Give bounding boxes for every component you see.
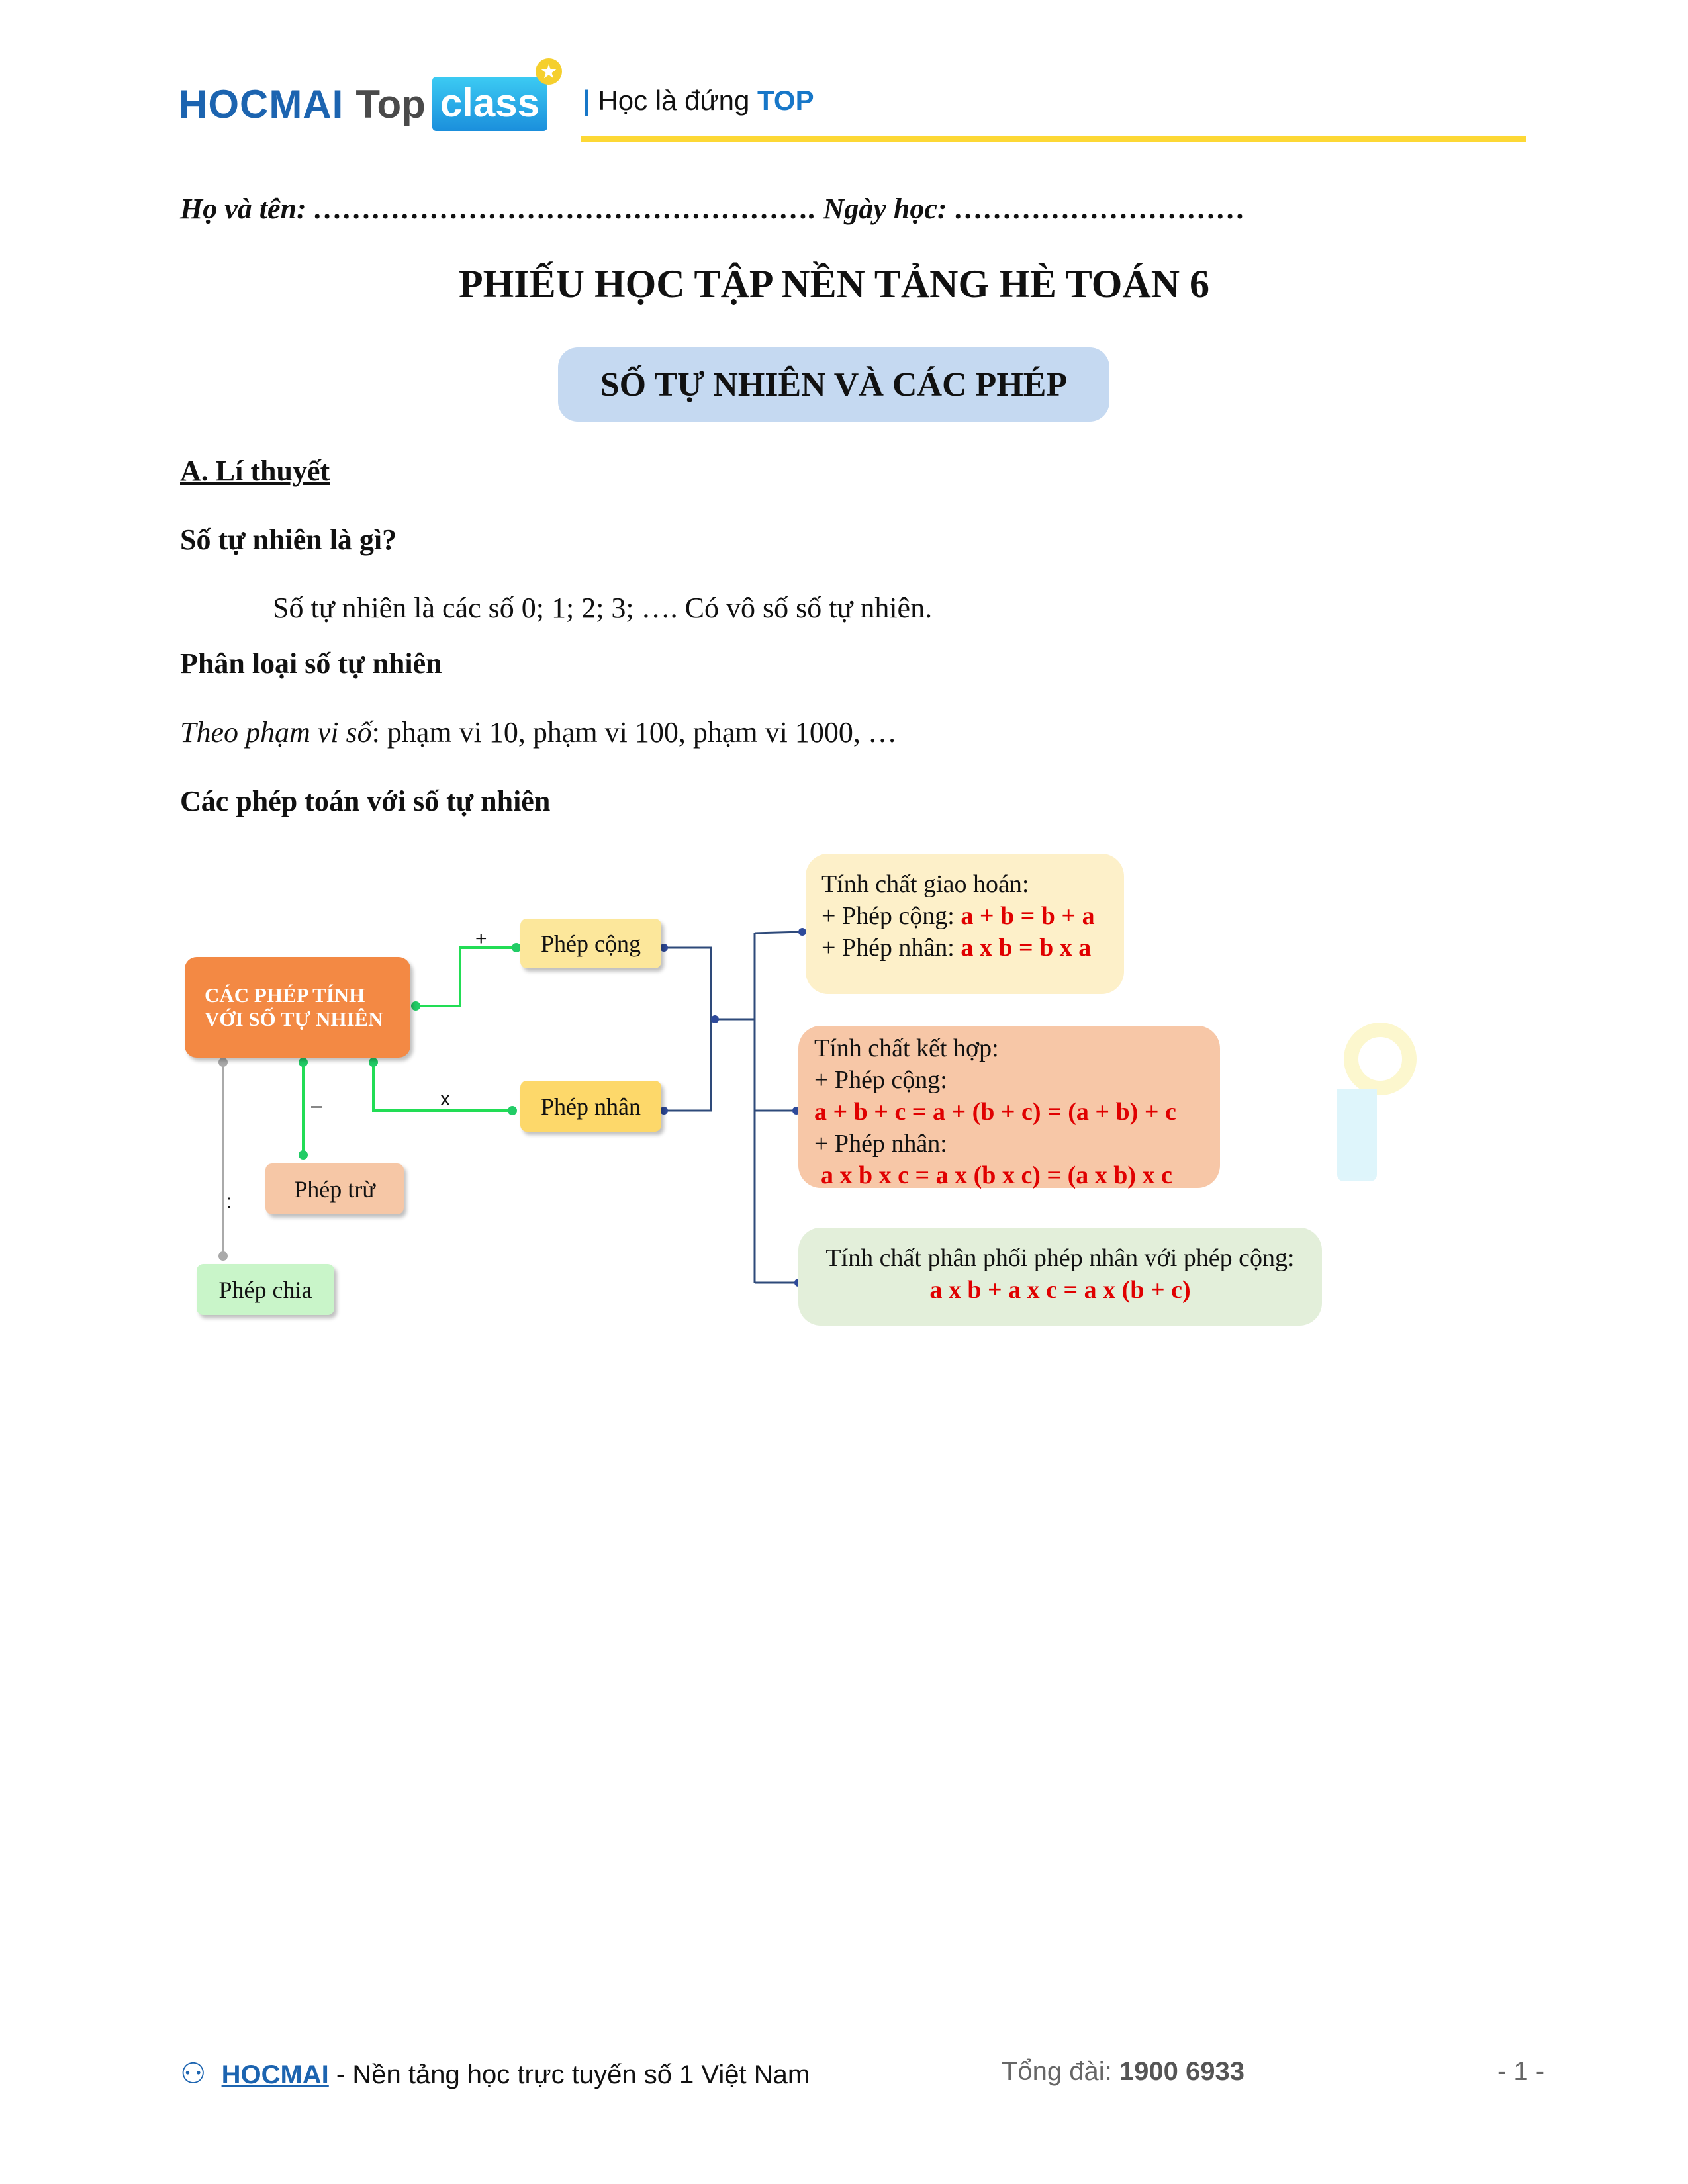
root-node-label: VỚI SỐ TỰ NHIÊN <box>205 1007 383 1030</box>
star-badge-icon: ★ <box>535 58 562 85</box>
question-heading: Phân loại số tự nhiên <box>180 647 442 680</box>
distributive-property-box: Tính chất phân phối phép nhân với phép c… <box>798 1228 1322 1326</box>
property-title: Tính chất giao hoán: <box>821 870 1029 898</box>
mul-symbol: x <box>440 1088 450 1110</box>
logo-text: Top <box>355 81 426 126</box>
footer-brand-link[interactable]: HOCMAI <box>221 2060 329 2089</box>
logo-text: class <box>440 81 539 125</box>
logo-text: HOCMAI <box>179 81 344 126</box>
formula: a + b + c = a + (b + c) = (a + b) + c <box>814 1098 1176 1126</box>
name-date-line: Họ và tên: ……………………………………………. Ngày học: … <box>180 193 1246 225</box>
property-title: Tính chất kết hợp: <box>814 1034 999 1062</box>
tagline-bar: | <box>583 85 590 116</box>
question-heading: Số tự nhiên là gì? <box>180 523 397 556</box>
faded-logo-watermark <box>1337 1023 1417 1181</box>
tagline-text: Học là đứng <box>598 85 758 116</box>
hotline-number: 1900 6933 <box>1119 2057 1244 2086</box>
div-symbol: : <box>226 1191 232 1212</box>
logo-class-badge: class★ <box>432 58 562 131</box>
paragraph: Theo phạm vi số: phạm vi 10, phạm vi 100… <box>180 715 897 749</box>
footer-hotline: Tổng đài: 1900 6933 <box>1002 2057 1244 2087</box>
header-divider <box>581 136 1526 142</box>
hotline-label: Tổng đài: <box>1002 2057 1119 2086</box>
formula: a x b x c = a x (b x c) = (a x b) x c <box>821 1161 1172 1189</box>
commutative-property-box: Tính chất giao hoán: + Phép cộng: a + b … <box>806 854 1124 994</box>
property-label: + Phép nhân: <box>821 934 961 962</box>
subtraction-node: Phép trừ <box>265 1163 404 1214</box>
footer: ⚇ HOCMAI - Nền tảng học trực tuyến số 1 … <box>180 2057 810 2091</box>
property-label: + Phép cộng: <box>821 902 961 930</box>
diagram-connectors: + x – : <box>218 928 806 1287</box>
page-number: - 1 - <box>1497 2057 1545 2086</box>
formula: a + b = b + a <box>961 902 1095 930</box>
paragraph-text: : phạm vi 10, phạm vi 100, phạm vi 1000,… <box>371 716 897 749</box>
tagline: | Học là đứng TOP <box>583 85 814 116</box>
hocmai-people-icon: ⚇ <box>180 2058 207 2090</box>
section-heading: A. Lí thuyết <box>180 455 330 487</box>
property-label: + Phép cộng: <box>814 1066 947 1094</box>
tagline-bold: TOP <box>757 85 814 116</box>
topic-pill: SỐ TỰ NHIÊN VÀ CÁC PHÉP <box>558 347 1109 422</box>
hocmai-topclass-logo: HOCMAI Top class★ <box>179 58 562 134</box>
property-title: Tính chất phân phối phép nhân với phép c… <box>825 1244 1295 1272</box>
addition-node: Phép cộng <box>520 919 661 968</box>
associative-property-box: Tính chất kết hợp: + Phép cộng: a + b + … <box>798 1026 1220 1189</box>
property-label: + Phép nhân: <box>814 1130 947 1158</box>
formula: a x b = b x a <box>961 934 1092 962</box>
footer-slogan: - Nền tảng học trực tuyến số 1 Việt Nam <box>328 2060 810 2089</box>
division-node: Phép chia <box>197 1264 334 1315</box>
question-heading: Các phép toán với số tự nhiên <box>180 785 551 817</box>
page-title: PHIẾU HỌC TẬP NỀN TẢNG HÈ TOÁN 6 <box>458 262 1210 306</box>
paragraph: Số tự nhiên là các số 0; 1; 2; 3; …. Có … <box>273 592 933 624</box>
multiplication-node: Phép nhân <box>520 1081 661 1132</box>
root-node-label: CÁC PHÉP TÍNH <box>205 983 365 1007</box>
formula: a x b + a x c = a x (b + c) <box>929 1276 1191 1304</box>
italic-label: Theo phạm vi số <box>180 716 372 749</box>
add-symbol: + <box>475 928 487 950</box>
sub-symbol: – <box>311 1095 322 1116</box>
